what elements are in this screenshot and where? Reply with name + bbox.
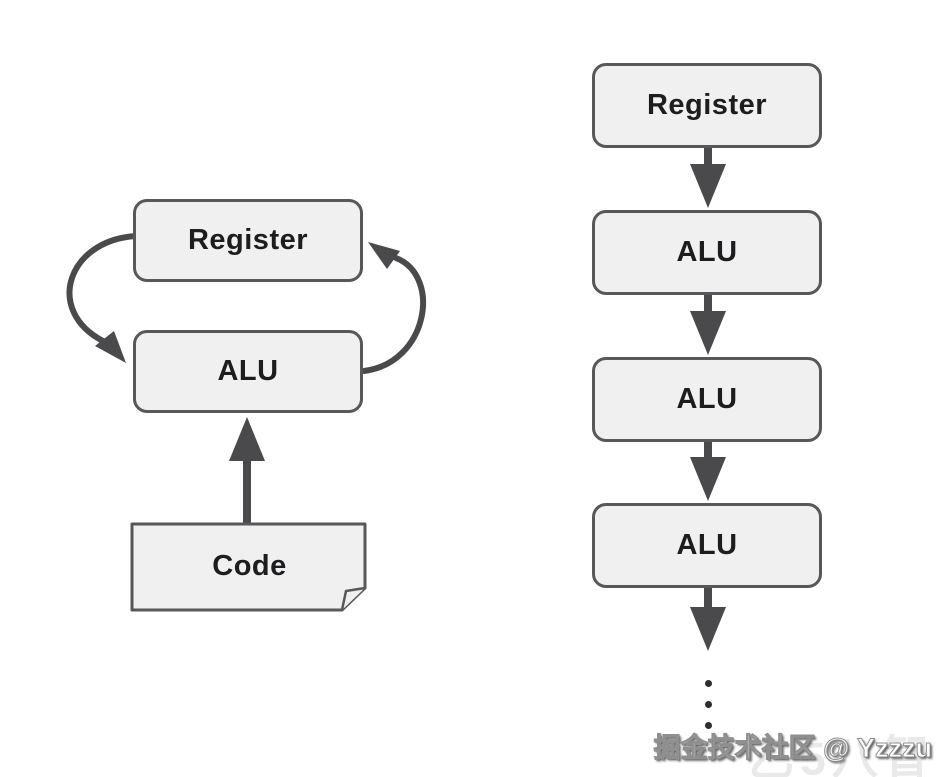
arrow-alu2-to-alu3 (690, 442, 726, 501)
node-alu-stage-3: ALU (592, 503, 822, 588)
node-register-right-label: Register (646, 89, 768, 121)
watermark-text: 掘金技术社区 @ Yzzzu (653, 733, 932, 764)
ellipsis-dot (705, 680, 712, 687)
ellipsis-dot (705, 701, 712, 708)
ellipsis-dot (705, 722, 712, 729)
node-register-left: Register (133, 199, 363, 282)
arrow-code-to-alu (229, 417, 265, 524)
node-alu-left: ALU (133, 330, 363, 413)
node-code: Code (130, 521, 369, 611)
arrow-register-to-alu-curved (66, 233, 139, 363)
node-alu-stage-3-label: ALU (676, 529, 738, 561)
arrow-alu-to-register-curved (361, 242, 427, 374)
arrow-alu1-to-alu2 (690, 295, 726, 355)
node-register-right: Register (592, 63, 822, 148)
node-alu-left-label: ALU (217, 355, 279, 387)
node-alu-stage-2: ALU (592, 357, 822, 442)
node-alu-stage-2-label: ALU (676, 383, 738, 415)
node-code-shape (130, 522, 367, 612)
node-code-label: Code (212, 549, 287, 582)
node-alu-stage-1: ALU (592, 210, 822, 295)
arrow-register-to-alu1 (690, 148, 726, 208)
arrow-alu3-to-ellipsis (690, 588, 726, 651)
node-alu-stage-1-label: ALU (676, 236, 738, 268)
node-register-left-label: Register (187, 224, 309, 256)
